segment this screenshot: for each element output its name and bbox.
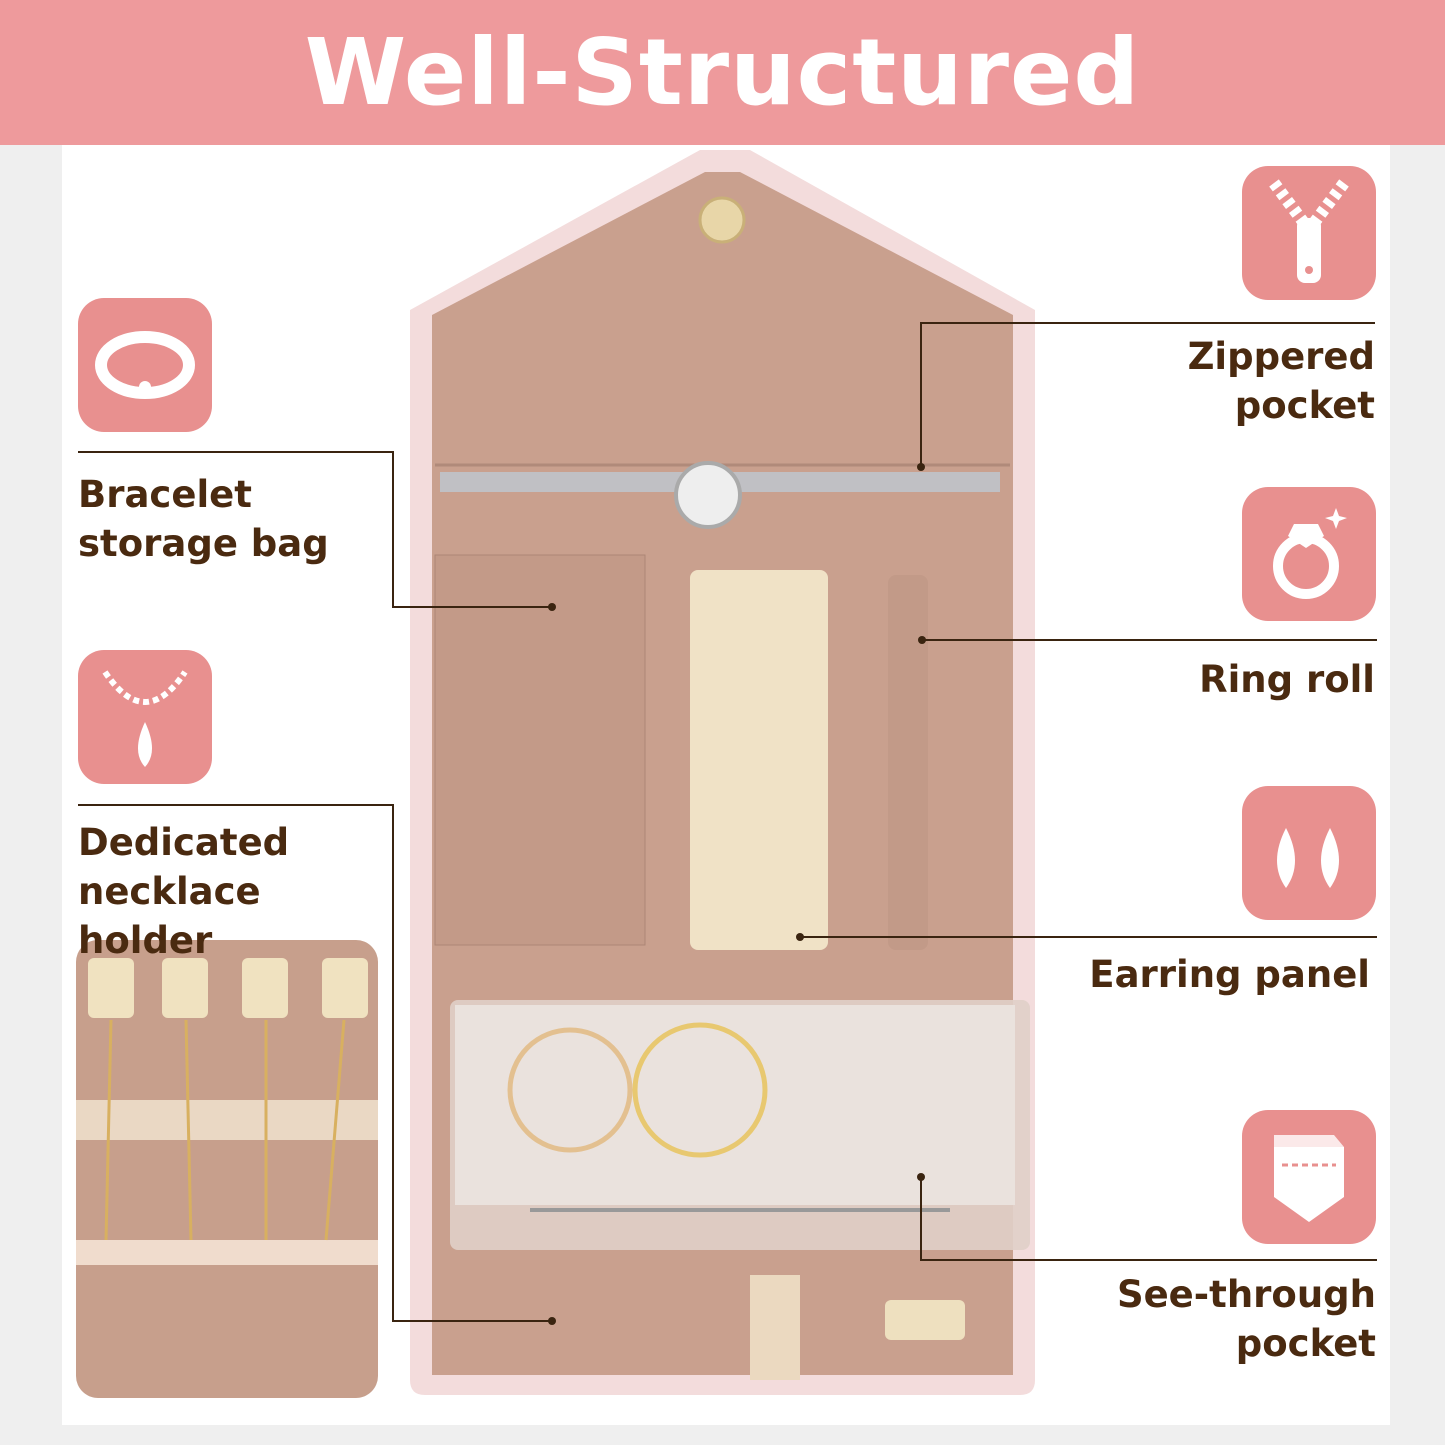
- feature-label-necklace: Dedicated necklace holder: [78, 821, 290, 962]
- necklace-icon: [78, 650, 212, 784]
- feature-label-earring: Earring panel: [1089, 953, 1370, 996]
- earrings-icon: [1242, 786, 1376, 920]
- feature-label-ring: Ring roll: [1199, 658, 1375, 701]
- feature-label-bracelet: Bracelet storage bag: [78, 473, 329, 565]
- feature-label-zipper: Zippered pocket: [1187, 335, 1375, 427]
- bracelet-icon: [78, 298, 212, 432]
- necklace-holder-photo: [76, 940, 378, 1398]
- pocket-icon: [1242, 1110, 1376, 1244]
- jewelry-organizer-photo: [410, 150, 1035, 1395]
- page-title: Well-Structured: [304, 19, 1141, 126]
- feature-label-pocket: See-through pocket: [1116, 1273, 1376, 1365]
- header-banner: Well-Structured: [0, 0, 1445, 145]
- zipper-icon: [1242, 166, 1376, 300]
- ring-icon: [1242, 487, 1376, 621]
